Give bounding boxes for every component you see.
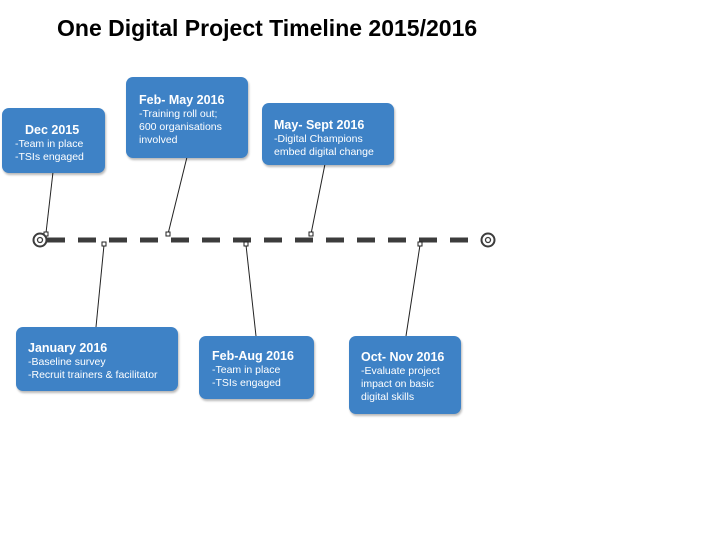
milestone-box-may-sept-2016: May- Sept 2016 -Digital Champions embed … xyxy=(262,103,394,165)
milestone-box-oct-nov-2016: Oct- Nov 2016 -Evaluate project impact o… xyxy=(349,336,461,414)
connector-anchor xyxy=(308,231,314,237)
milestone-detail: 600 organisations xyxy=(139,121,222,133)
connector-line xyxy=(310,163,326,235)
connector-anchor xyxy=(165,231,171,237)
milestone-box-feb-aug-2016: Feb-Aug 2016 -Team in place -TSIs engage… xyxy=(199,336,314,399)
milestone-heading: Dec 2015 xyxy=(25,123,80,137)
page-title: One Digital Project Timeline 2015/2016 xyxy=(57,15,478,41)
connector-anchor xyxy=(417,241,423,247)
milestone-heading: May- Sept 2016 xyxy=(274,118,365,132)
timeline-end-marker xyxy=(480,232,496,248)
milestone-detail: involved xyxy=(139,134,178,146)
milestone-detail: digital skills xyxy=(361,391,415,403)
milestone-detail: -TSIs engaged xyxy=(212,377,281,389)
milestone-detail: -Evaluate project xyxy=(361,365,440,377)
milestone-detail: -Team in place xyxy=(212,364,281,376)
connector-line xyxy=(167,156,188,235)
timeline-start-marker xyxy=(32,232,48,248)
milestone-detail: -Training roll out; xyxy=(139,108,218,120)
milestone-box-feb-may-2016: Feb- May 2016 -Training roll out; 600 or… xyxy=(126,77,248,158)
connector-anchor xyxy=(243,241,249,247)
milestone-detail: -Recruit trainers & facilitator xyxy=(28,369,158,381)
timeline-end-marker-dot xyxy=(484,236,492,244)
connector-line xyxy=(245,244,257,337)
milestone-detail: -Baseline survey xyxy=(28,356,106,368)
milestone-detail: -Digital Champions xyxy=(274,133,363,145)
milestone-detail: -Team in place xyxy=(15,138,84,150)
milestone-heading: Feb-Aug 2016 xyxy=(212,349,294,363)
connector-line xyxy=(405,244,421,337)
connector-anchor xyxy=(101,241,107,247)
milestone-heading: Feb- May 2016 xyxy=(139,93,225,107)
connector-line xyxy=(45,171,54,234)
connector-line xyxy=(95,244,105,328)
timeline-start-marker-dot xyxy=(36,236,44,244)
milestone-detail: embed digital change xyxy=(274,146,374,158)
milestone-heading: January 2016 xyxy=(28,341,108,355)
milestone-heading: Oct- Nov 2016 xyxy=(361,350,445,364)
milestone-detail: impact on basic xyxy=(361,378,434,390)
milestone-box-january-2016: January 2016 -Baseline survey -Recruit t… xyxy=(16,327,178,391)
milestone-box-dec-2015: Dec 2015 -Team in place -TSIs engaged xyxy=(2,108,105,173)
milestone-detail: -TSIs engaged xyxy=(15,151,84,163)
